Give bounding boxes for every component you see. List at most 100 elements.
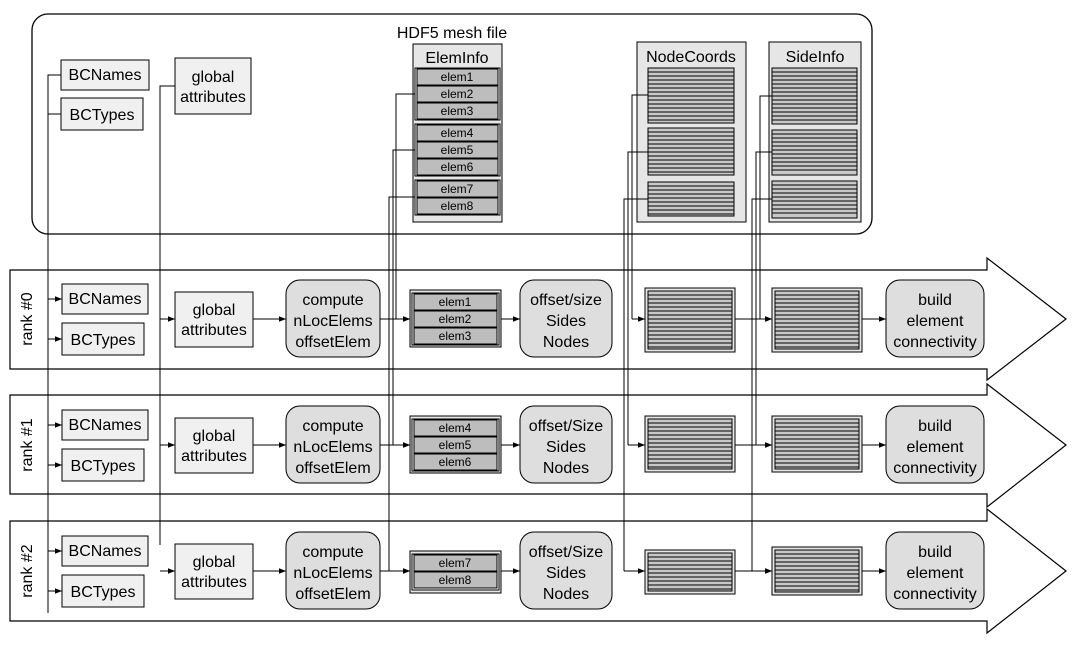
file-elem-group: elem7 elem8 bbox=[414, 179, 501, 216]
file-elem-label: elem1 bbox=[441, 70, 474, 84]
bctypes-box: BCTypes bbox=[61, 322, 145, 356]
build-connectivity-box: build element connectivity bbox=[885, 531, 985, 610]
file-bctypes-box: BCTypes bbox=[60, 97, 144, 131]
sideinfo-dataset: SideInfo bbox=[768, 41, 862, 223]
rank-0-lane: rank #0 BCNames BCTypes global attribute… bbox=[9, 256, 1067, 382]
compute-line: nLocElems bbox=[293, 313, 372, 330]
rank-label: rank #2 bbox=[19, 544, 36, 597]
bcnames-label: BCNames bbox=[69, 543, 142, 560]
local-sideinfo bbox=[771, 287, 863, 353]
offset-size-box: offset/size Sides Nodes bbox=[519, 279, 613, 358]
local-nodecoords-block bbox=[647, 552, 733, 592]
rank-2-lane: rank #2 BCNames BCTypes global attribute… bbox=[9, 507, 1067, 635]
local-nodecoords bbox=[644, 287, 736, 353]
build-line: connectivity bbox=[893, 460, 977, 477]
local-elem-label: elem1 bbox=[439, 295, 472, 309]
file-elem-group: elem1 elem2 elem3 bbox=[414, 67, 501, 121]
local-elem-label: elem3 bbox=[439, 329, 472, 343]
local-eleminfo: elem4 elem5 elem6 bbox=[409, 415, 502, 474]
sideinfo-block bbox=[771, 129, 858, 176]
bcnames-box: BCNames bbox=[61, 535, 149, 567]
bcnames-box: BCNames bbox=[61, 409, 149, 441]
global-attributes-line: global bbox=[193, 554, 236, 571]
file-bcnames-label: BCNames bbox=[69, 67, 142, 84]
local-sideinfo bbox=[771, 415, 863, 473]
bctypes-label: BCTypes bbox=[71, 458, 136, 475]
file-elem-label: elem6 bbox=[441, 160, 474, 174]
compute-offsets-box: compute nLocElems offsetElem bbox=[285, 279, 381, 358]
offset-size-box: offset/Size Sides Nodes bbox=[519, 405, 613, 484]
compute-line: compute bbox=[302, 544, 363, 561]
sideinfo-block bbox=[771, 67, 858, 125]
offset-line: offset/Size bbox=[529, 544, 604, 561]
build-line: element bbox=[907, 439, 964, 456]
local-elem-label: elem4 bbox=[439, 421, 472, 435]
offset-line: Nodes bbox=[543, 586, 589, 603]
file-elem-label: elem4 bbox=[441, 126, 474, 140]
global-attributes-line: global bbox=[193, 302, 236, 319]
file-elem-label: elem5 bbox=[441, 143, 474, 157]
build-line: build bbox=[918, 418, 952, 435]
file-elem-label: elem3 bbox=[441, 104, 474, 118]
rank-label: rank #0 bbox=[19, 292, 36, 345]
local-sideinfo bbox=[771, 546, 863, 596]
compute-line: offsetElem bbox=[295, 586, 370, 603]
file-elem-group: elem4 elem5 elem6 bbox=[414, 123, 501, 177]
file-global-attributes-box: global attributes bbox=[174, 57, 252, 115]
build-line: build bbox=[918, 544, 952, 561]
rank-1-lane: rank #1 BCNames BCTypes global attribute… bbox=[9, 382, 1067, 509]
file-elem-label: elem8 bbox=[441, 199, 474, 213]
bctypes-label: BCTypes bbox=[71, 332, 136, 349]
bcnames-box: BCNames bbox=[61, 283, 149, 315]
local-nodecoords bbox=[644, 415, 736, 473]
nodecoords-dataset: NodeCoords bbox=[636, 41, 747, 223]
offset-size-box: offset/Size Sides Nodes bbox=[519, 531, 613, 610]
compute-line: offsetElem bbox=[295, 460, 370, 477]
offset-line: offset/Size bbox=[529, 418, 604, 435]
offset-line: Sides bbox=[546, 313, 586, 330]
nodecoords-block bbox=[647, 67, 735, 124]
bctypes-box: BCTypes bbox=[61, 448, 145, 482]
build-connectivity-box: build element connectivity bbox=[885, 279, 985, 358]
offset-line: offset/size bbox=[530, 292, 602, 309]
sideinfo-title: SideInfo bbox=[786, 49, 845, 66]
local-nodecoords bbox=[644, 549, 736, 595]
global-attributes-box: global attributes bbox=[174, 291, 254, 348]
bctypes-box: BCTypes bbox=[61, 574, 145, 608]
offset-line: Nodes bbox=[543, 460, 589, 477]
global-attributes-box: global attributes bbox=[174, 417, 254, 474]
eleminfo-dataset: ElemInfo elem1 elem2 elem3 elem4 elem5 e… bbox=[412, 43, 503, 223]
compute-offsets-box: compute nLocElems offsetElem bbox=[285, 405, 381, 484]
compute-line: nLocElems bbox=[293, 565, 372, 582]
file-global-attributes-line: global bbox=[192, 69, 235, 86]
file-elem-label: elem7 bbox=[441, 182, 474, 196]
local-nodecoords-block bbox=[647, 290, 733, 350]
build-connectivity-box: build element connectivity bbox=[885, 405, 985, 484]
bcnames-label: BCNames bbox=[69, 291, 142, 308]
build-line: element bbox=[907, 313, 964, 330]
bcnames-label: BCNames bbox=[69, 417, 142, 434]
sideinfo-block bbox=[771, 180, 858, 219]
local-elem-label: elem5 bbox=[439, 438, 472, 452]
hdf5-file-title: HDF5 mesh file bbox=[397, 25, 507, 42]
local-sideinfo-block bbox=[774, 549, 860, 593]
offset-line: Nodes bbox=[543, 334, 589, 351]
compute-line: compute bbox=[302, 418, 363, 435]
hdf5-mesh-file: HDF5 mesh file BCNames BCTypes global at… bbox=[31, 13, 873, 235]
local-elem-label: elem7 bbox=[439, 556, 472, 570]
local-elem-label: elem8 bbox=[439, 573, 472, 587]
build-line: element bbox=[907, 565, 964, 582]
file-bctypes-label: BCTypes bbox=[70, 107, 135, 124]
offset-line: Sides bbox=[546, 439, 586, 456]
bctypes-label: BCTypes bbox=[71, 584, 136, 601]
file-bcnames-box: BCNames bbox=[60, 59, 150, 91]
file-global-attributes-line: attributes bbox=[180, 89, 246, 106]
compute-line: offsetElem bbox=[295, 334, 370, 351]
nodecoords-title: NodeCoords bbox=[646, 49, 736, 66]
global-attributes-line: attributes bbox=[181, 322, 247, 339]
build-line: connectivity bbox=[893, 334, 977, 351]
global-attributes-line: attributes bbox=[181, 574, 247, 591]
build-line: build bbox=[918, 292, 952, 309]
local-sideinfo-block bbox=[774, 418, 860, 470]
